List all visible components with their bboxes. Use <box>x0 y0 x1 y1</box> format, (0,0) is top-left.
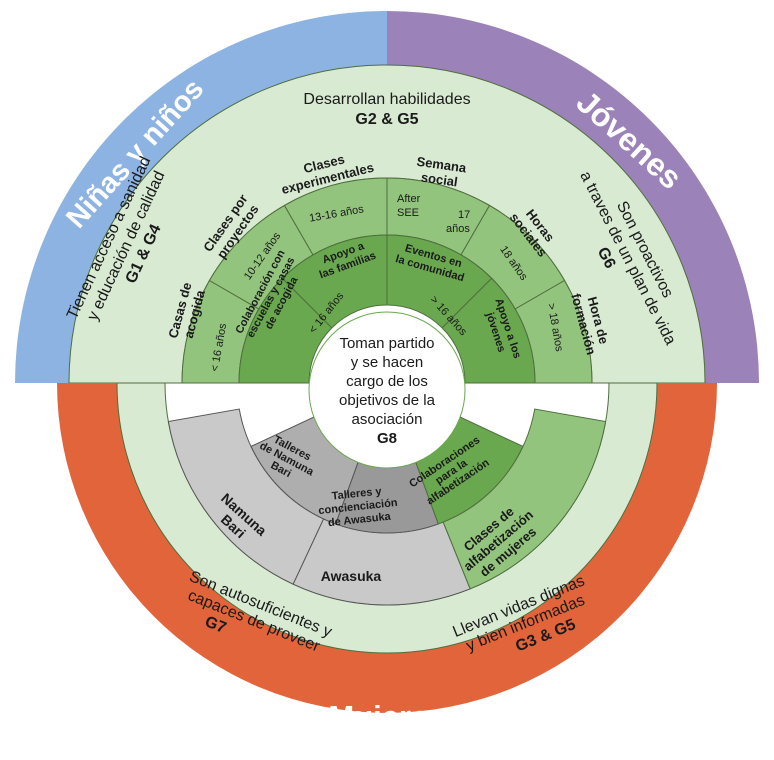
center-line4: objetivos de la <box>339 392 436 409</box>
talleres-awasuka-line1: Talleres y <box>331 485 383 502</box>
band-title-mujeres: Mujeres <box>328 699 445 734</box>
program-semana-social-see: SEE <box>397 207 419 219</box>
program-semana-social-line2: social <box>420 169 459 189</box>
program-semana-social-line1: Semana <box>416 154 468 176</box>
outcome-top-text: Desarrollan habilidades <box>303 91 470 108</box>
program-semana-social-anos: años <box>446 223 470 235</box>
center-circle <box>308 311 466 469</box>
center-line5: asociación <box>352 411 423 428</box>
program-semana-social-17: 17 <box>458 209 470 221</box>
awasuka-label: Awasuka <box>321 568 382 584</box>
band-mujeres <box>57 383 717 713</box>
center-line2: y se hacen <box>351 354 424 371</box>
outcome-mujeres-left-goal: G7 <box>202 613 228 637</box>
diagram-shapes <box>15 11 759 713</box>
band-jovenes <box>387 11 759 383</box>
outcome-top-goal: G2 & G5 <box>355 111 418 128</box>
program-semana-social-after: After <box>397 193 421 205</box>
sector-apoyo-jovenes <box>441 277 536 384</box>
center-goal: G8 <box>377 430 397 447</box>
center-line1: Toman partido <box>339 335 434 352</box>
center-line3: cargo de los <box>346 373 428 390</box>
band-ninos <box>15 11 387 383</box>
